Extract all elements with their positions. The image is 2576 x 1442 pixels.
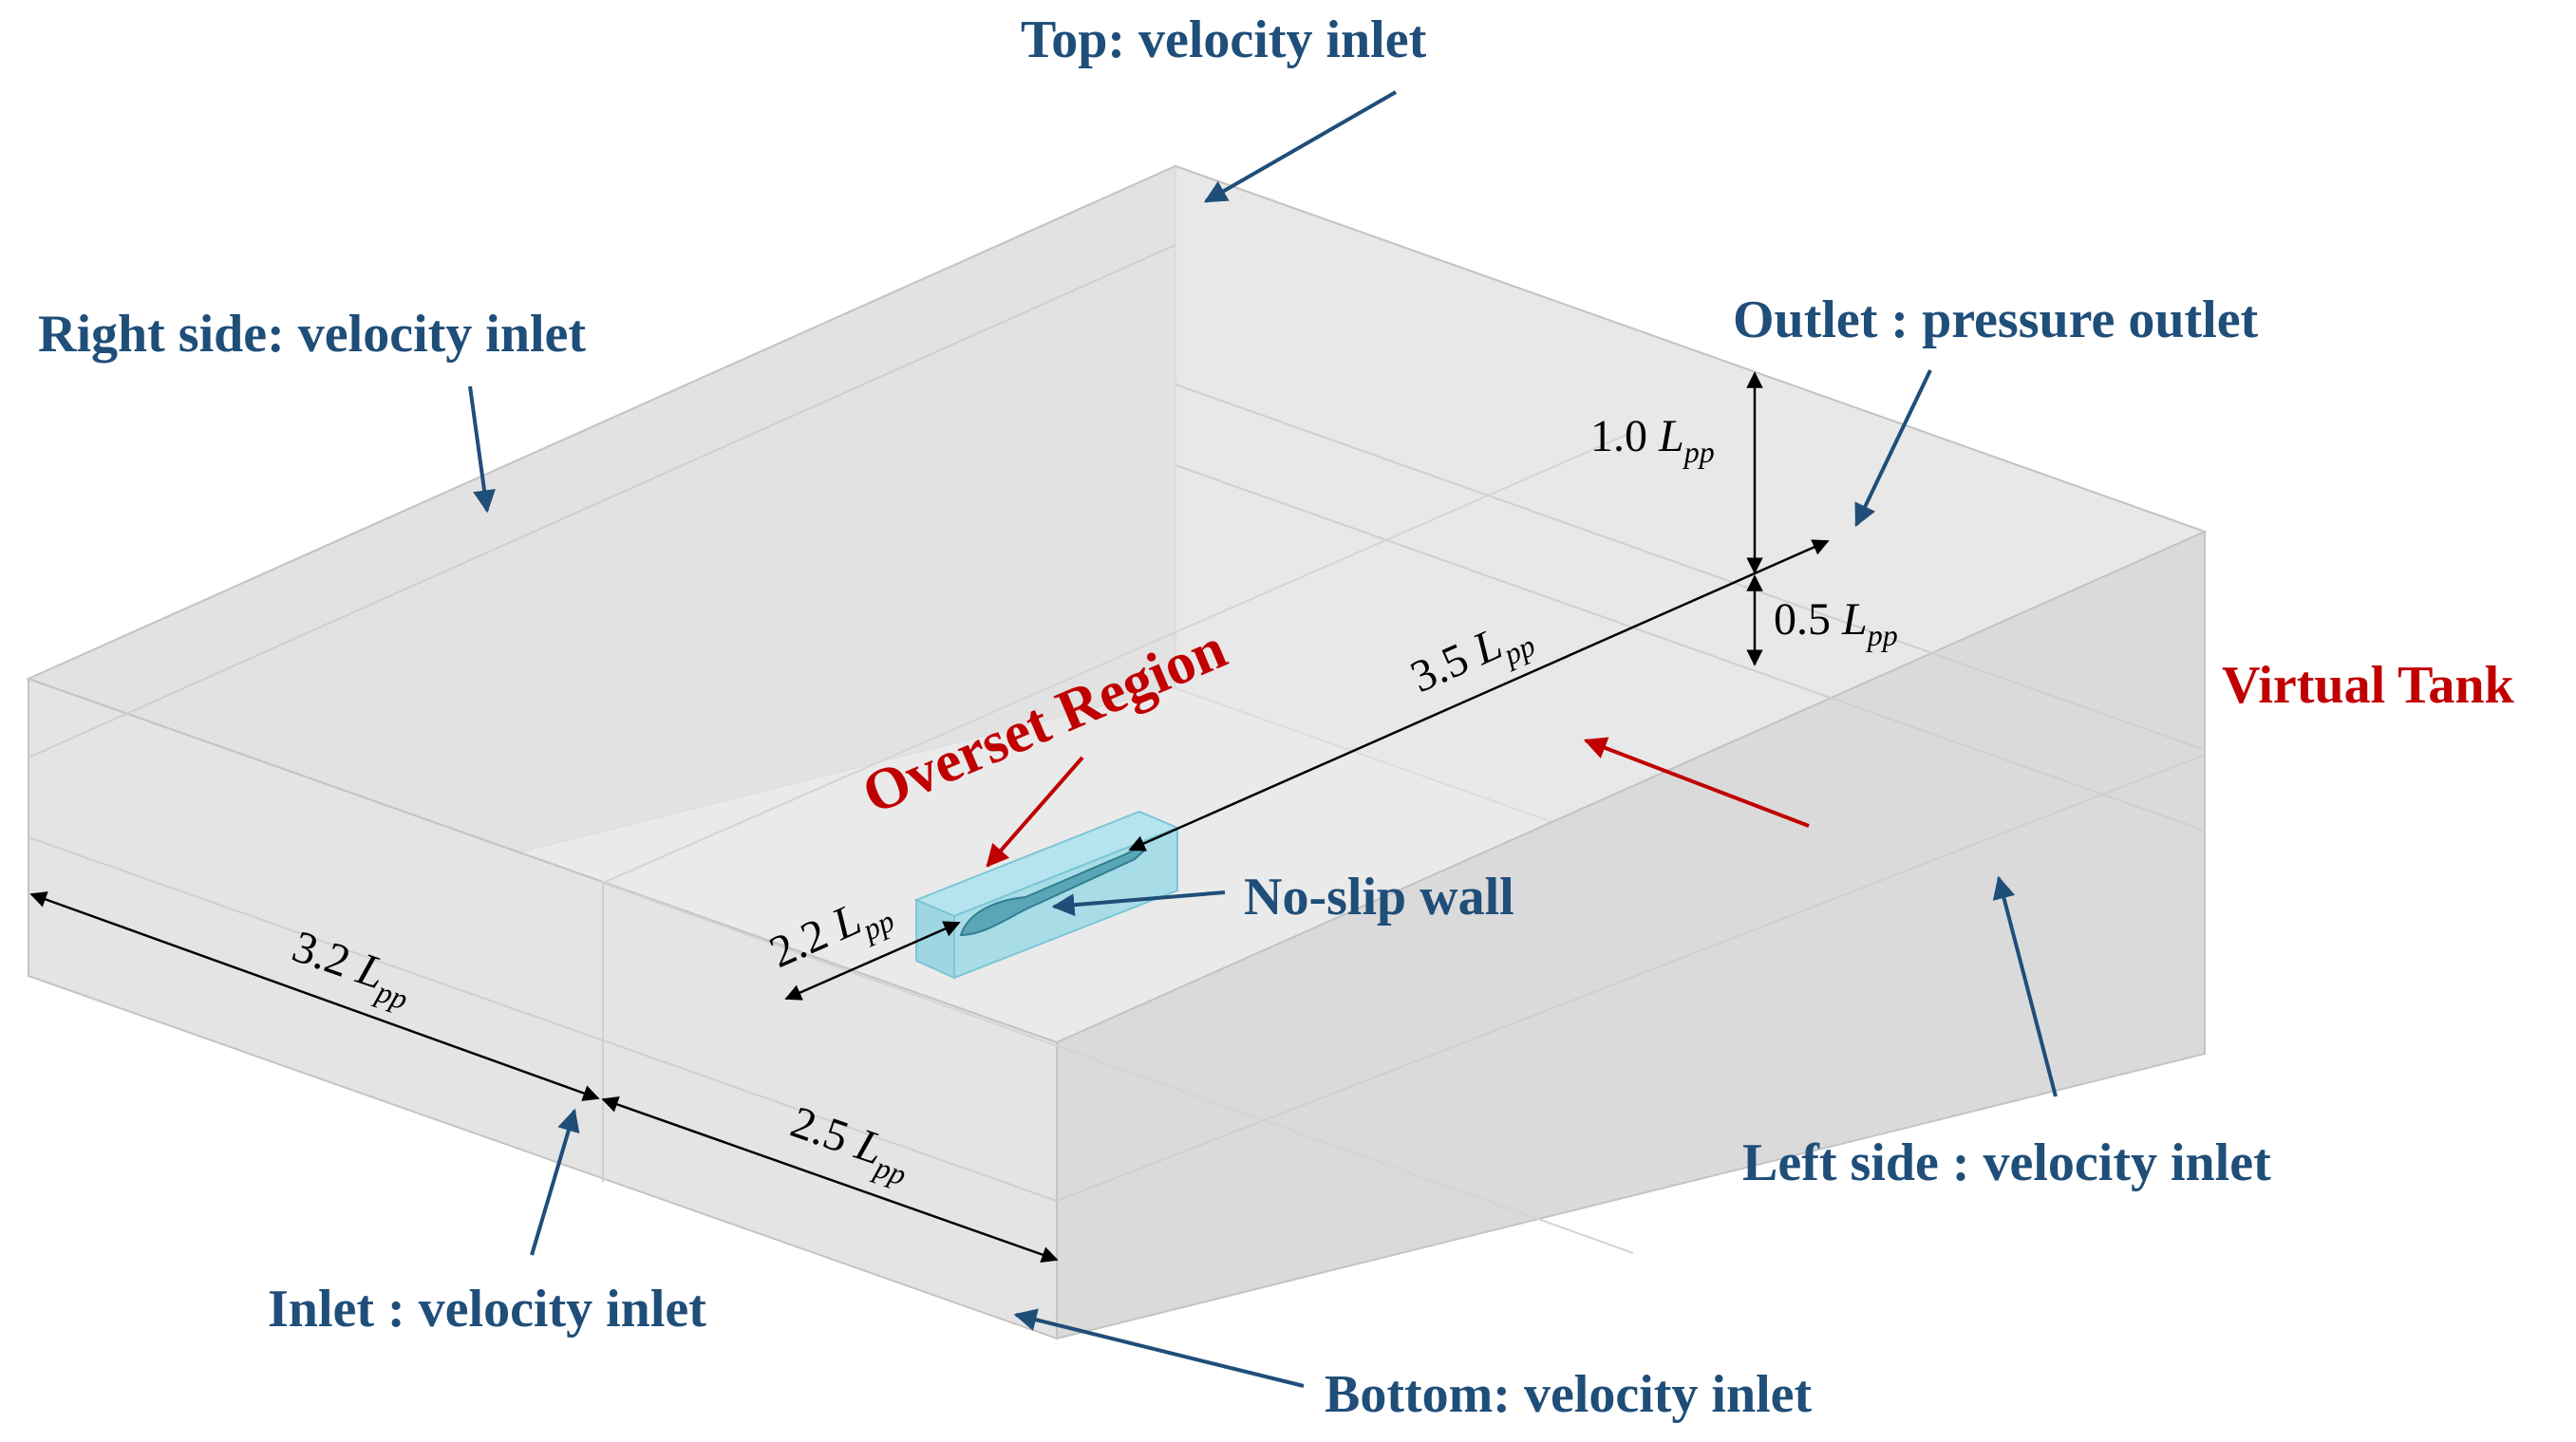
dim-label-0-5: 0.5 Lpp: [1774, 594, 1898, 652]
outlet-arrow: [1854, 369, 1932, 528]
top-label: Top: velocity inlet: [1021, 10, 1427, 69]
right-side-arrow: [468, 385, 496, 514]
inlet-label: Inlet : velocity inlet: [268, 1280, 706, 1339]
left-side-arrow: [1992, 875, 2058, 1097]
dim-line-2-2: [784, 921, 961, 1001]
no-slip-wall-label: No-slip wall: [1244, 868, 1514, 927]
guide-line: [602, 882, 1634, 1254]
dim-line-3-5: [1128, 539, 1830, 852]
overset-arrow: [986, 756, 1084, 868]
dim-line-2-5: [601, 1096, 1059, 1263]
guide-line: [28, 244, 1176, 758]
top-face: [26, 164, 2208, 1044]
dim-label-1-0: 1.0 Lpp: [1590, 411, 1715, 469]
inlet-arrow: [530, 1108, 580, 1256]
pointer-arrows: [468, 90, 2058, 1388]
guide-line: [1056, 754, 2206, 1202]
right-side-label: Right side: velocity inlet: [38, 305, 586, 364]
dimension-lines: [29, 371, 1830, 1263]
bottom-label: Bottom: velocity inlet: [1325, 1365, 1813, 1424]
left-side-label: Left side : velocity inlet: [1742, 1133, 2271, 1192]
no-slip-arrow: [1051, 890, 1226, 917]
dim-line-3-2: [29, 891, 600, 1101]
virtual-tank-arrow: [1583, 737, 1810, 828]
top-arrow: [1203, 90, 1397, 203]
guide-line: [602, 431, 1634, 884]
virtual-tank-label: Virtual Tank: [2222, 656, 2514, 715]
outlet-label: Outlet : pressure outlet: [1733, 290, 2259, 349]
bottom-arrow: [1013, 1308, 1305, 1388]
